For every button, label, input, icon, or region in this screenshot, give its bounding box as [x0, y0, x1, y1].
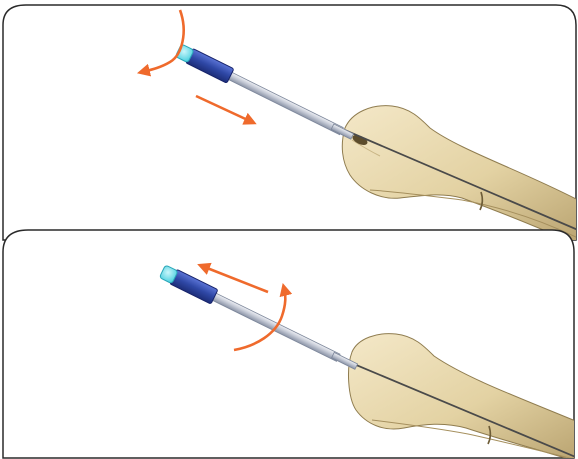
panel-bottom: [3, 230, 578, 459]
panel-top: [3, 5, 578, 245]
